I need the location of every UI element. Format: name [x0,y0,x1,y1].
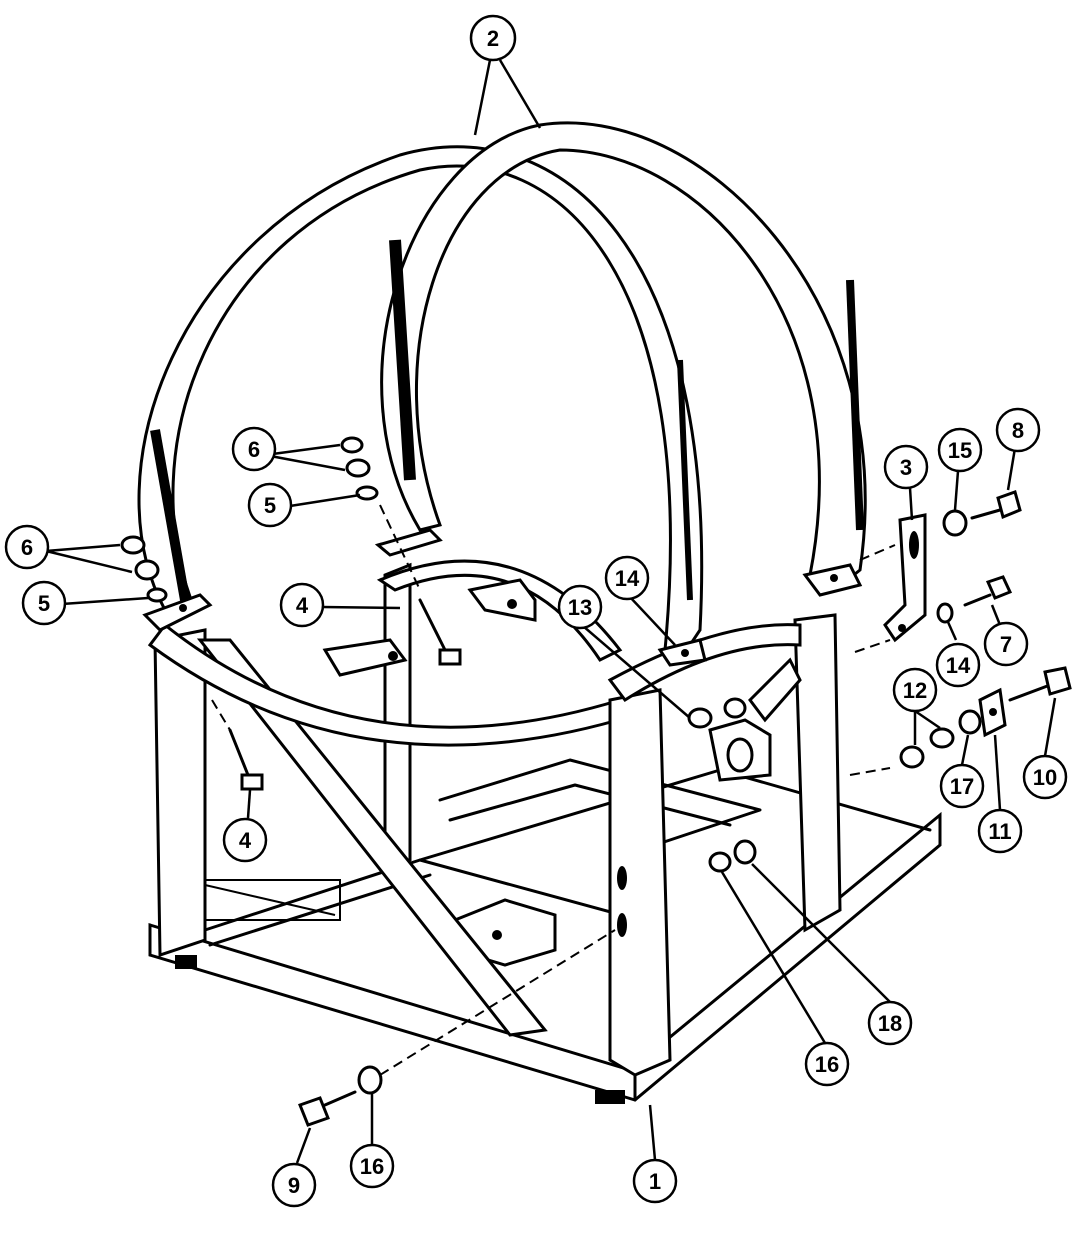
callouts: 2 6 5 6 5 4 4 3 [4,14,1068,1208]
svg-text:14: 14 [615,566,640,591]
svg-text:6: 6 [248,437,260,462]
callout-9: 9 [271,1162,317,1208]
svg-text:14: 14 [946,653,971,678]
callout-14-center: 14 [604,555,650,601]
svg-text:15: 15 [948,438,972,463]
svg-text:8: 8 [1012,418,1024,443]
svg-text:1: 1 [649,1169,661,1194]
callout-17: 17 [939,763,985,809]
callout-4-lower: 4 [222,817,268,863]
callout-4-upper: 4 [279,582,325,628]
callout-15: 15 [937,427,983,473]
svg-text:9: 9 [288,1173,300,1198]
callout-18: 18 [867,1000,913,1046]
strap-rings [137,121,867,667]
svg-text:10: 10 [1033,765,1057,790]
callout-5-left: 5 [21,580,67,626]
svg-text:5: 5 [264,493,276,518]
svg-text:11: 11 [988,819,1011,844]
svg-text:4: 4 [239,828,252,853]
svg-text:16: 16 [360,1154,384,1179]
callout-14-right: 14 [935,642,981,688]
svg-text:18: 18 [878,1011,902,1036]
svg-text:16: 16 [815,1052,839,1077]
callout-10: 10 [1022,754,1068,800]
callout-11: 11 [977,808,1023,854]
callout-16-bottom: 16 [349,1143,395,1189]
callout-16-center: 16 [804,1041,850,1087]
callout-13: 13 [557,584,603,630]
svg-text:4: 4 [296,593,309,618]
svg-text:12: 12 [903,678,927,703]
svg-text:3: 3 [900,455,912,480]
left-frame [147,559,638,1037]
hardware [120,436,1072,1127]
callout-6-upper: 6 [231,426,277,472]
callout-6-left: 6 [4,524,50,570]
leader-lines [45,59,1057,1164]
svg-text:17: 17 [950,774,974,799]
svg-text:5: 5 [38,591,50,616]
right-frame [607,613,842,1077]
svg-text:7: 7 [1000,632,1012,657]
callout-7: 7 [983,621,1029,667]
callout-8: 8 [995,407,1041,453]
callout-5-upper: 5 [247,482,293,528]
callout-2: 2 [469,14,517,62]
callout-1: 1 [632,1158,678,1204]
callout-12: 12 [892,667,938,713]
callout-3: 3 [883,444,929,490]
svg-text:6: 6 [21,535,33,560]
svg-text:13: 13 [568,595,592,620]
svg-text:2: 2 [487,26,499,51]
